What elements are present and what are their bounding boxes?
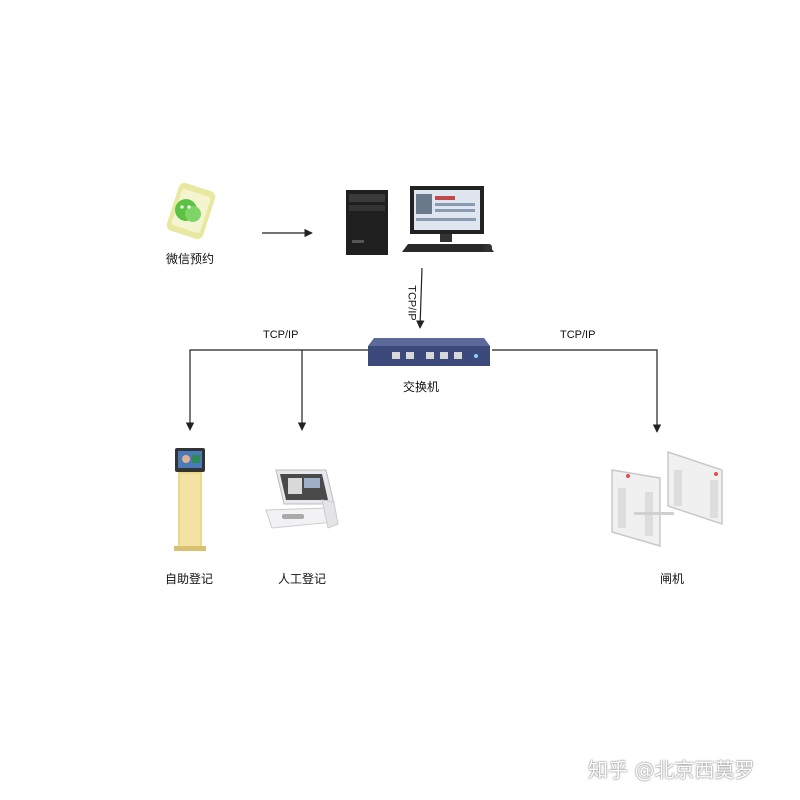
connectors [185, 228, 662, 433]
watermark: 知乎 @北京西莫罗 [588, 758, 755, 782]
edge-switch-gate [492, 349, 662, 433]
manual-label: 人工登记 [278, 572, 327, 586]
switch-label: 交换机 [403, 380, 440, 394]
edge-label-server-switch: TCP/IP [405, 285, 418, 321]
server-computer-icon [346, 186, 494, 255]
edge-server-switch [416, 267, 425, 329]
edge-label-switch-right: TCP/IP [560, 329, 596, 341]
network-switch-icon [368, 338, 490, 366]
edge-switch-kiosk [185, 349, 368, 431]
manual-registration-terminal-icon [265, 469, 339, 529]
kiosk-label: 自助登记 [165, 572, 214, 586]
wechat-phone-icon [166, 182, 216, 240]
self-service-kiosk-icon [174, 448, 206, 551]
gate-label: 闸机 [660, 572, 685, 586]
wechat-label: 微信预约 [166, 252, 215, 266]
edge-label-switch-left: TCP/IP [263, 329, 299, 341]
turnstile-gate-icon [611, 450, 723, 547]
